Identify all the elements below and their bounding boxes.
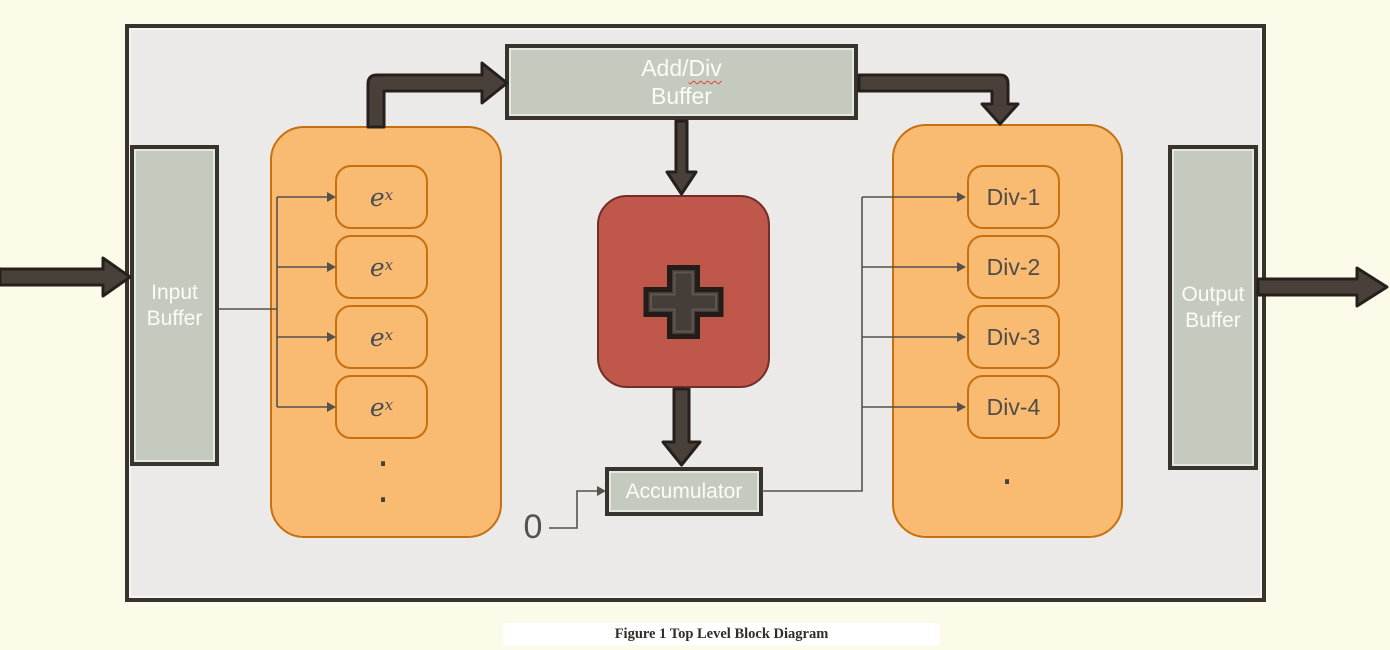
output-buffer-label: Output Buffer bbox=[1181, 282, 1244, 333]
exp-unit-1-label: ex bbox=[370, 183, 393, 212]
div-unit-1: Div-1 bbox=[967, 165, 1060, 229]
div-unit-2-label: Div-2 bbox=[986, 253, 1041, 280]
div-unit-3-label: Div-3 bbox=[986, 323, 1041, 350]
add-div-buffer-line1: Add/Div bbox=[641, 54, 722, 82]
input-arrow bbox=[0, 256, 132, 298]
exp-unit-4: ex bbox=[335, 375, 428, 439]
output-buffer-line1: Output bbox=[1181, 282, 1245, 306]
add-div-text: Add/ bbox=[641, 54, 689, 81]
div-unit-4-label: Div-4 bbox=[986, 393, 1041, 420]
exp-base: e bbox=[369, 182, 385, 212]
exp-unit-1: ex bbox=[335, 165, 428, 229]
exp-unit-2: ex bbox=[335, 235, 428, 299]
figure-caption: Figure 1 Top Level Block Diagram bbox=[614, 625, 829, 642]
input-buffer-block: Input Buffer bbox=[130, 145, 219, 466]
ellipsis-dot: . bbox=[377, 431, 390, 475]
exp-unit-3-label: ex bbox=[370, 323, 393, 352]
div-unit-2: Div-2 bbox=[967, 235, 1060, 299]
ellipsis-dot: . bbox=[377, 467, 390, 511]
add-div-buffer-block: Add/Div Buffer bbox=[505, 44, 858, 120]
exp-exponent: x bbox=[384, 325, 394, 344]
div-unit-1-label: Div-1 bbox=[986, 183, 1041, 210]
exp-base: e bbox=[369, 322, 385, 352]
zero-constant-label: 0 bbox=[523, 508, 543, 546]
accumulator-block: Accumulator bbox=[605, 467, 763, 516]
adder-block bbox=[597, 195, 770, 388]
ellipsis-dot: . bbox=[1001, 449, 1014, 493]
exp-unit-3: ex bbox=[335, 305, 428, 369]
exp-exponent: x bbox=[384, 395, 394, 414]
input-buffer-line2: Buffer bbox=[146, 306, 203, 330]
exp-unit-2-label: ex bbox=[370, 253, 393, 282]
exp-unit-4-label: ex bbox=[370, 393, 393, 422]
add-div-buffer-line2: Buffer bbox=[651, 83, 712, 109]
add-div-buffer-label: Add/Div Buffer bbox=[641, 54, 722, 110]
div-unit-3: Div-3 bbox=[967, 305, 1060, 369]
output-arrow bbox=[1256, 266, 1389, 308]
output-buffer-block: Output Buffer bbox=[1168, 145, 1258, 470]
input-buffer-line1: Input bbox=[151, 280, 198, 304]
input-buffer-label: Input Buffer bbox=[147, 280, 203, 331]
exp-exponent: x bbox=[384, 185, 394, 204]
accumulator-label: Accumulator bbox=[625, 479, 743, 503]
exp-exponent: x bbox=[384, 255, 394, 274]
add-div-misspelled-text: Div bbox=[688, 54, 722, 81]
output-buffer-line2: Buffer bbox=[1185, 308, 1241, 332]
div-unit-4: Div-4 bbox=[967, 375, 1060, 439]
exp-base: e bbox=[369, 392, 385, 422]
exp-base: e bbox=[369, 252, 385, 282]
figure-caption-band: Figure 1 Top Level Block Diagram bbox=[503, 623, 940, 645]
